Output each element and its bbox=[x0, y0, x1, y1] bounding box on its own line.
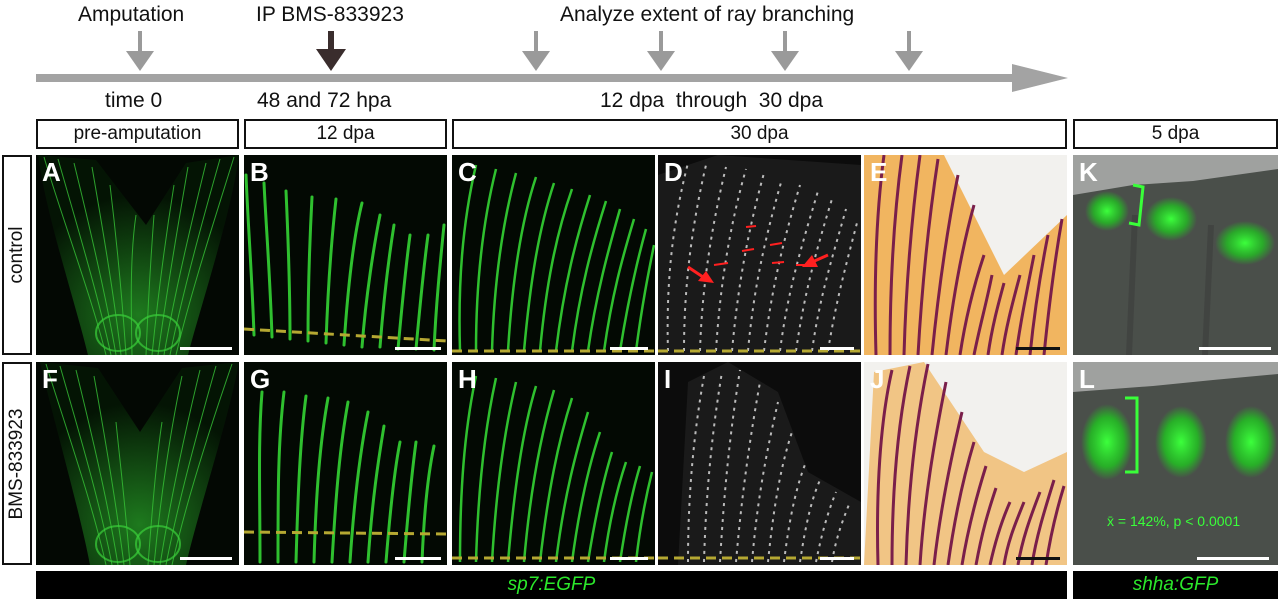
caudal-fin-pre-treated-image bbox=[40, 362, 239, 565]
header-30dpa: 30 dpa bbox=[452, 119, 1067, 149]
bracket-icon bbox=[1128, 183, 1145, 227]
analysis-arrow-icon bbox=[647, 31, 675, 71]
regenerate-12dpa-image bbox=[244, 173, 447, 352]
panel-k-shha-image: K bbox=[1073, 155, 1278, 355]
footer-shha-gfp: shha:GFP bbox=[1073, 571, 1278, 599]
scale-bar bbox=[180, 347, 232, 350]
red-arrow-icon bbox=[802, 253, 829, 267]
scale-bar bbox=[1197, 557, 1269, 560]
scale-bar bbox=[1016, 347, 1060, 350]
amputation-arrow-icon bbox=[126, 31, 154, 71]
regenerate-12dpa-treated-image bbox=[244, 390, 447, 564]
panel-label: L bbox=[1079, 364, 1095, 394]
panel-label: I bbox=[664, 364, 672, 394]
analyze-label: Analyze extent of ray branching bbox=[560, 3, 855, 26]
amputation-label: Amputation bbox=[78, 3, 185, 26]
scale-bar bbox=[395, 347, 441, 350]
drug-arrow-icon bbox=[316, 31, 346, 71]
scale-bar bbox=[820, 557, 854, 560]
panel-h-fin-image: H bbox=[452, 362, 655, 565]
scale-bar bbox=[1199, 347, 1271, 350]
panel-label: E bbox=[870, 157, 888, 187]
shha-gfp-5dpa-treated-image bbox=[1073, 362, 1278, 480]
hpa-label: 48 and 72 hpa bbox=[257, 89, 392, 112]
regenerate-30dpa-image bbox=[452, 164, 655, 353]
grayscale-fin-30dpa-image bbox=[658, 155, 861, 355]
alizarin-stained-fin-treated-image bbox=[864, 362, 1067, 565]
analysis-arrow-icon bbox=[522, 31, 550, 71]
panel-l-shha-image: L x̄ = 142%, p < 0.0001 bbox=[1073, 362, 1278, 565]
header-5dpa: 5 dpa bbox=[1073, 119, 1278, 149]
scale-bar bbox=[180, 557, 232, 560]
grayscale-fin-30dpa-treated-image bbox=[658, 362, 861, 565]
panel-label: K bbox=[1079, 157, 1098, 187]
panel-label: A bbox=[42, 157, 61, 187]
footer-sp7-egfp: sp7:EGFP bbox=[36, 571, 1067, 599]
panel-label: G bbox=[250, 364, 271, 394]
row-label-treated: BMS-833923 bbox=[2, 362, 32, 565]
scale-bar bbox=[820, 347, 854, 350]
scale-bar bbox=[610, 557, 648, 560]
row-label-control: control bbox=[2, 155, 32, 355]
analysis-arrow-icon bbox=[895, 31, 923, 71]
red-arrow-icon bbox=[687, 265, 714, 283]
regenerate-30dpa-treated-image bbox=[452, 375, 655, 563]
timeline-arrowhead-icon bbox=[1012, 64, 1068, 92]
panel-i-fin-image: I bbox=[658, 362, 861, 565]
bracket-icon bbox=[1125, 396, 1139, 474]
panel-g-fin-image: G bbox=[244, 362, 447, 565]
panel-b-fin-image: B bbox=[244, 155, 447, 355]
ip-drug-label: IP BMS-833923 bbox=[256, 3, 404, 26]
header-12dpa: 12 dpa bbox=[244, 119, 447, 149]
panel-f-fin-image: F bbox=[36, 362, 239, 565]
scale-bar bbox=[610, 347, 648, 350]
shha-gfp-5dpa-image bbox=[1073, 155, 1278, 355]
time0-label: time 0 bbox=[105, 89, 163, 112]
panel-label: B bbox=[250, 157, 269, 187]
panel-label: F bbox=[42, 364, 58, 394]
alizarin-stained-fin-image bbox=[864, 155, 1067, 355]
caudal-fin-pre-image bbox=[38, 155, 239, 355]
statistic-text: x̄ = 142%, p < 0.0001 bbox=[1107, 513, 1241, 529]
analysis-arrow-icon bbox=[771, 31, 799, 71]
header-pre-amputation: pre-amputation bbox=[36, 119, 239, 149]
panel-label: J bbox=[870, 364, 885, 394]
timeline-axis bbox=[36, 74, 1018, 82]
scale-bar bbox=[395, 557, 441, 560]
panel-label: D bbox=[664, 157, 683, 187]
scale-bar bbox=[1016, 557, 1060, 560]
panel-label: C bbox=[458, 157, 477, 187]
panel-a-fin-image: A bbox=[36, 155, 239, 355]
panel-j-fin-image: J bbox=[864, 362, 1067, 565]
panel-c-fin-image: C bbox=[452, 155, 655, 355]
panel-e-fin-image: E bbox=[864, 155, 1067, 355]
panel-d-fin-image: D bbox=[658, 155, 861, 355]
dpa-range-label: 12 dpa through 30 dpa bbox=[600, 89, 824, 112]
panel-label: H bbox=[458, 364, 477, 394]
